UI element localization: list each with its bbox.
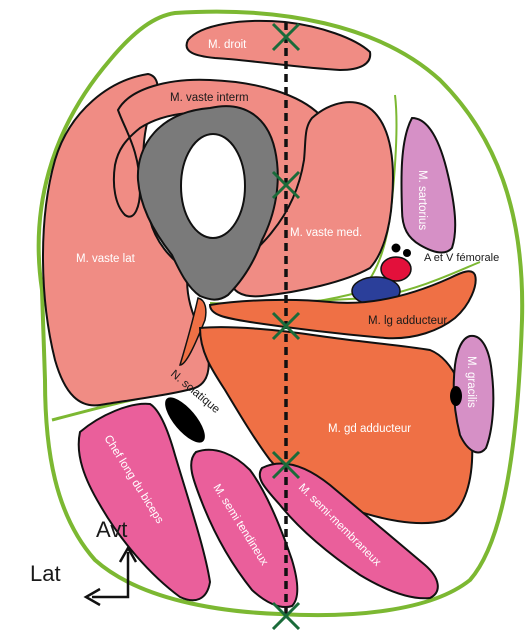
label-vaste-med: M. vaste med. [290,227,362,239]
label-vaste-lat: M. vaste lat [76,253,136,265]
label-gracilis: M. gracilis [465,356,477,408]
label-gd-adducteur: M. gd adducteur [328,423,411,435]
label-vaste-interm: M. vaste interm [170,92,249,104]
label-femorale: A et V fémorale [424,252,499,264]
label-anterior: Avt [96,517,127,542]
femoral-nerve-dot-2 [403,249,411,257]
label-lg-adducteur: M. lg adducteur [368,315,447,327]
label-sartorius: M. sartorius [416,170,428,230]
small-vessel-oval [450,386,462,406]
label-lateral: Lat [30,561,61,586]
label-droit: M. droit [208,39,247,51]
femoral-nerve-dot-1 [392,244,401,253]
medullary-cavity [181,134,245,238]
